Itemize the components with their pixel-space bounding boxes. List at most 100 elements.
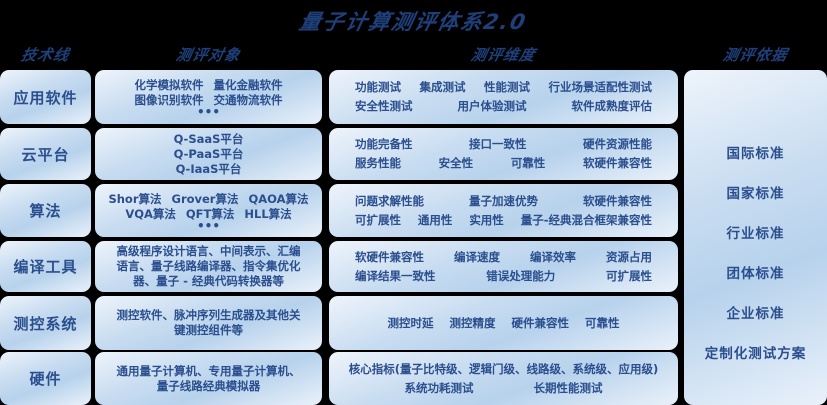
dimension-item: 长期性能测试 — [533, 380, 603, 395]
tech-line-label: 硬件 — [29, 370, 62, 388]
dimensions-line: 安全性测试用户体验测试软件成熟度评估 — [355, 97, 652, 116]
dimension-item: 测控时延 — [387, 315, 434, 330]
dimension-item: 硬件兼容性 — [511, 315, 570, 330]
basis-item: 团体标准 — [726, 266, 785, 282]
dimensions-box: 测控时延测控精度硬件兼容性可靠性 — [329, 296, 678, 350]
header-tech-line: 技术线 — [19, 46, 72, 64]
dimension-item: 错误处理能力 — [486, 268, 556, 283]
object-item: 键测控组件等 — [174, 323, 243, 337]
tech-line-label: 云平台 — [21, 145, 70, 164]
dimension-item: 可靠性 — [585, 315, 620, 330]
dimension-item: 量子加速优势 — [469, 193, 538, 208]
dimension-item: 测控精度 — [449, 315, 496, 330]
object-item: 高级程序设计语言、中间表示、汇编 — [116, 244, 301, 258]
dimension-item: 编译速度 — [454, 249, 500, 264]
dimensions-box: 软硬件兼容性 编译速度 编译效率 资源占用编译结果一致性 错误处理能力 可扩展性 — [329, 241, 678, 292]
dimension-item: 集成测试 — [419, 80, 466, 94]
dimensions-line: 服务性能 安全性 可靠性 软硬件兼容性 — [355, 154, 652, 173]
tech-line-label: 编译工具 — [13, 258, 78, 276]
object-item: 语言、量子线路编译器、指令集优化 — [116, 259, 301, 273]
dimension-item: 资源占用 — [606, 249, 652, 264]
object-item: HLL算法 — [244, 206, 292, 221]
tech-line-box: 算法 — [0, 184, 91, 237]
tech-line-label: 应用软件 — [13, 88, 78, 107]
dimension-item: 核心指标(量子比特级、逻辑门级、线路级、系统级、应用级) — [348, 361, 659, 376]
dimensions-box: 功能测试集成测试性能测试行业场景适配性测试安全性测试用户体验测试软件成熟度评估 — [329, 70, 678, 124]
dimension-item: 可靠性 — [510, 156, 546, 170]
basis-item: 定制化测试方案 — [704, 346, 807, 362]
object-item: 量子线路经典模拟器 — [156, 378, 261, 393]
objects-box: 测控软件、脉冲序列生成器及其他关键测控组件等 — [95, 296, 322, 350]
basis-box: 国际标准国家标准行业标准团体标准企业标准定制化测试方案 — [684, 70, 827, 405]
dimensions-line: 可扩展性通用性实用性量子-经典混合框架兼容性 — [355, 211, 652, 230]
objects-line: 器、量子 - 经典代码转换器等 — [133, 274, 284, 289]
dimension-item: 量子-经典混合框架兼容性 — [520, 212, 652, 227]
objects-box: 高级程序设计语言、中间表示、汇编语言、量子线路编译器、指令集优化器、量子 - 经… — [95, 241, 322, 292]
dimension-item: 软硬件兼容性 — [582, 156, 652, 170]
dimension-item: 安全性 — [438, 156, 474, 170]
object-item: 图像识别软件 — [134, 93, 204, 107]
dimension-item: 用户体验测试 — [457, 99, 527, 113]
dimension-item: 功能完备性 — [355, 137, 413, 151]
objects-line: 语言、量子线路编译器、指令集优化 — [117, 259, 301, 274]
object-item: QFT算法 — [185, 206, 235, 221]
header-dimensions: 测评维度 — [469, 46, 538, 64]
dimension-item: 可扩展性 — [355, 212, 401, 227]
dimension-item: 安全性测试 — [355, 99, 413, 113]
dimension-item: 可扩展性 — [606, 268, 652, 283]
objects-line: 化学模拟软件量化金融软件 — [135, 78, 283, 93]
object-item: Q-SaaS平台 — [173, 131, 244, 146]
dimensions-line: 编译结果一致性 错误处理能力 可扩展性 — [355, 267, 652, 286]
dimensions-line: 功能测试集成测试性能测试行业场景适配性测试 — [355, 78, 652, 97]
objects-line: VQA算法 QFT算法 HLL算法 — [125, 207, 291, 222]
object-item: Shor算法 — [108, 191, 162, 206]
objects-line: Q-PaaS平台 — [174, 147, 244, 162]
dimension-item: 问题求解性能 — [355, 193, 424, 208]
basis-item: 国际标准 — [726, 146, 785, 162]
more-ellipsis: ••• — [196, 218, 220, 233]
dimension-item: 软硬件兼容性 — [583, 193, 652, 208]
object-item: 测控软件、脉冲序列生成器及其他关 — [116, 308, 301, 322]
objects-line: 量子线路经典模拟器 — [157, 379, 261, 394]
objects-line: 键测控组件等 — [174, 323, 243, 338]
object-item: 器、量子 - 经典代码转换器等 — [133, 274, 284, 288]
dimension-item: 接口一致性 — [469, 137, 527, 151]
dimension-item: 系统功耗测试 — [404, 380, 474, 395]
dimensions-box: 功能完备性 接口一致性 硬件资源性能服务性能 安全性 可靠性 软硬件兼容性 — [329, 128, 678, 180]
dimensions-line: 功能完备性 接口一致性 硬件资源性能 — [355, 135, 652, 154]
object-item: 化学模拟软件 — [134, 78, 204, 92]
object-item: 量化金融软件 — [213, 78, 283, 92]
dimension-item: 编译效率 — [530, 249, 576, 264]
objects-line: 测控软件、脉冲序列生成器及其他关 — [117, 308, 301, 323]
header-objects: 测评对象 — [174, 46, 243, 64]
objects-box: 通用量子计算机、专用量子计算机、量子线路经典模拟器 — [95, 352, 322, 405]
tech-line-label: 测控系统 — [13, 314, 78, 333]
tech-line-box: 应用软件 — [0, 70, 91, 124]
dimension-item: 软硬件兼容性 — [355, 249, 424, 264]
dimension-item: 功能测试 — [355, 80, 401, 94]
dimensions-box: 核心指标(量子比特级、逻辑门级、线路级、系统级、应用级) 系统功耗测试 长期性能测试 — [329, 352, 678, 405]
object-item: 交通物流软件 — [213, 93, 283, 107]
basis-item: 行业标准 — [726, 226, 785, 242]
dimension-item: 服务性能 — [355, 156, 401, 170]
object-item: VQA算法 — [125, 206, 176, 221]
dimension-item: 编译结果一致性 — [355, 268, 436, 283]
header-basis: 测评依据 — [721, 46, 790, 64]
object-item: Q-PaaS平台 — [173, 146, 244, 161]
objects-line: Q-SaaS平台 — [174, 132, 244, 147]
tech-line-box: 硬件 — [0, 352, 91, 405]
dimension-item: 行业场景适配性测试 — [548, 80, 653, 94]
basis-item: 国家标准 — [726, 186, 785, 202]
dimension-item: 硬件资源性能 — [583, 137, 652, 151]
basis-item: 企业标准 — [726, 306, 785, 322]
objects-line: 通用量子计算机、专用量子计算机、 — [117, 364, 301, 379]
dimensions-line: 软硬件兼容性 编译速度 编译效率 资源占用 — [355, 248, 652, 267]
tech-line-box: 测控系统 — [0, 296, 91, 350]
object-item: QAOA算法 — [248, 191, 309, 206]
objects-line: Q-IaaS平台 — [176, 162, 242, 177]
object-item: 通用量子计算机、专用量子计算机、 — [116, 363, 301, 378]
dimensions-line: 核心指标(量子比特级、逻辑门级、线路级、系统级、应用级) — [349, 360, 659, 379]
